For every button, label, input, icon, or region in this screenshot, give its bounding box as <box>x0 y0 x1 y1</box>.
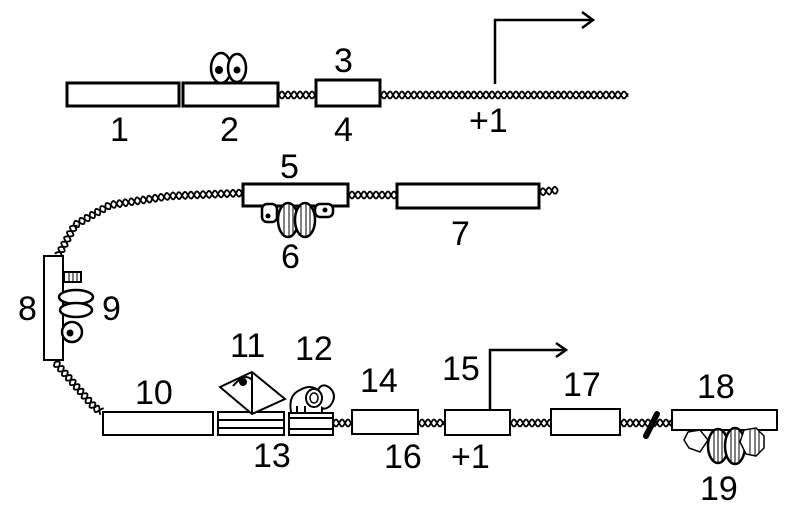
label-4: 4 <box>334 111 353 149</box>
elephant-icon <box>289 384 335 413</box>
label-17: 17 <box>563 366 601 404</box>
label-2: 2 <box>220 111 239 149</box>
label-16: 16 <box>384 438 422 476</box>
dna-helix-icon <box>53 360 104 416</box>
element-box-10 <box>102 411 214 436</box>
label-9: 9 <box>102 290 121 328</box>
dna-helix-icon <box>54 188 243 258</box>
element-box-3-4 <box>314 78 382 108</box>
label-12: 12 <box>295 330 333 368</box>
top-row: 1 2 3 4 +1 <box>65 10 596 149</box>
label-10: 10 <box>135 374 173 412</box>
dna-helix-icon <box>539 185 559 197</box>
label-7: 7 <box>451 215 470 253</box>
dna-helix-icon <box>332 418 352 428</box>
eye-pyramid-icon <box>218 370 287 416</box>
label-8: 8 <box>18 290 37 328</box>
dna-helix-icon <box>278 90 316 100</box>
googly-eyes-icon <box>209 51 248 85</box>
dna-helix-icon <box>510 418 551 428</box>
label-11: 11 <box>230 327 265 365</box>
bent-arrow-icon <box>488 341 569 410</box>
element-box-5 <box>241 182 350 208</box>
label-1: 1 <box>110 111 129 149</box>
protein-complex-9-icon <box>57 271 95 344</box>
element-box-2 <box>181 81 280 108</box>
label-plus1-top: +1 <box>469 102 508 140</box>
label-5: 5 <box>280 148 299 186</box>
element-box-13-right <box>288 412 334 436</box>
dna-helix-icon <box>348 190 397 200</box>
dna-helix-icon <box>418 418 445 428</box>
label-6: 6 <box>281 238 300 276</box>
label-plus1-bottom: +1 <box>451 438 490 476</box>
middle-row: 5 6 7 8 9 <box>18 148 541 361</box>
slash-marker-icon <box>643 411 660 439</box>
element-box-14-16 <box>351 409 419 435</box>
label-19: 19 <box>700 470 738 508</box>
element-box-15 <box>444 409 511 436</box>
dna-helix-icon <box>380 90 629 100</box>
label-14: 14 <box>360 362 398 400</box>
element-box-1 <box>65 81 181 108</box>
label-15: 15 <box>442 350 480 388</box>
element-box-13-left <box>217 411 285 436</box>
dna-helix-icon <box>620 418 672 428</box>
label-13: 13 <box>253 437 291 475</box>
element-box-18 <box>671 409 778 431</box>
element-box-7 <box>395 182 541 210</box>
bottom-row: 10 11 12 13 14 15 16 +1 17 18 19 <box>102 327 778 508</box>
label-3: 3 <box>334 42 353 80</box>
element-box-17 <box>550 408 621 436</box>
protein-complex-6-icon <box>260 201 335 239</box>
label-18: 18 <box>697 368 735 406</box>
protein-complex-19-icon <box>683 426 765 466</box>
dna-strands <box>53 90 672 428</box>
bent-arrow-icon <box>493 10 596 84</box>
